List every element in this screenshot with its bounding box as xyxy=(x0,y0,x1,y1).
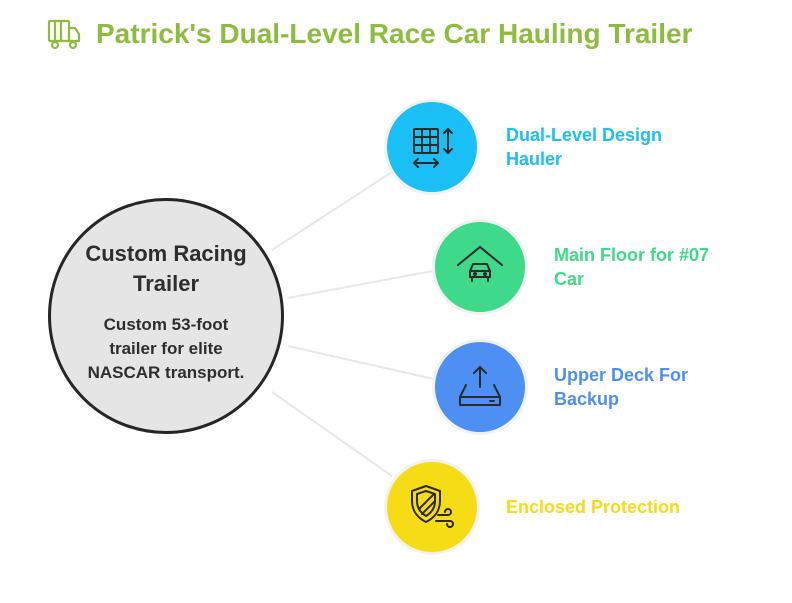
connector-line-2 xyxy=(287,269,439,299)
upload-tray-icon xyxy=(459,366,501,406)
node-dual-level xyxy=(384,99,480,195)
connector-line-4 xyxy=(271,391,393,477)
node-dual-level-label: Dual-Level Design Hauler xyxy=(506,125,663,169)
node-enclosed-protection-label: Enclosed Protection xyxy=(506,497,681,517)
car-garage-icon xyxy=(457,246,503,282)
node-enclosed-protection xyxy=(384,459,480,555)
connector-line-3 xyxy=(287,345,439,381)
truck-trailer-icon xyxy=(47,19,81,50)
center-node: Custom Racing Trailer Custom 53-foot tra… xyxy=(48,198,284,434)
node-upper-deck-label: Upper Deck For Backup xyxy=(554,365,689,409)
shield-wind-icon xyxy=(411,485,454,528)
grid-resize-icon xyxy=(413,128,453,168)
node-upper-deck xyxy=(432,339,528,435)
center-node-description: Custom 53-foot trailer for elite NASCAR … xyxy=(87,315,245,382)
page-title: Patrick's Dual-Level Race Car Hauling Tr… xyxy=(96,18,693,49)
node-main-floor xyxy=(432,219,528,315)
connector-line-1 xyxy=(271,171,393,251)
title-bar: Patrick's Dual-Level Race Car Hauling Tr… xyxy=(46,14,692,54)
node-main-floor-label: Main Floor for #07 Car xyxy=(554,245,710,289)
center-node-title: Custom Racing Trailer xyxy=(85,241,247,296)
